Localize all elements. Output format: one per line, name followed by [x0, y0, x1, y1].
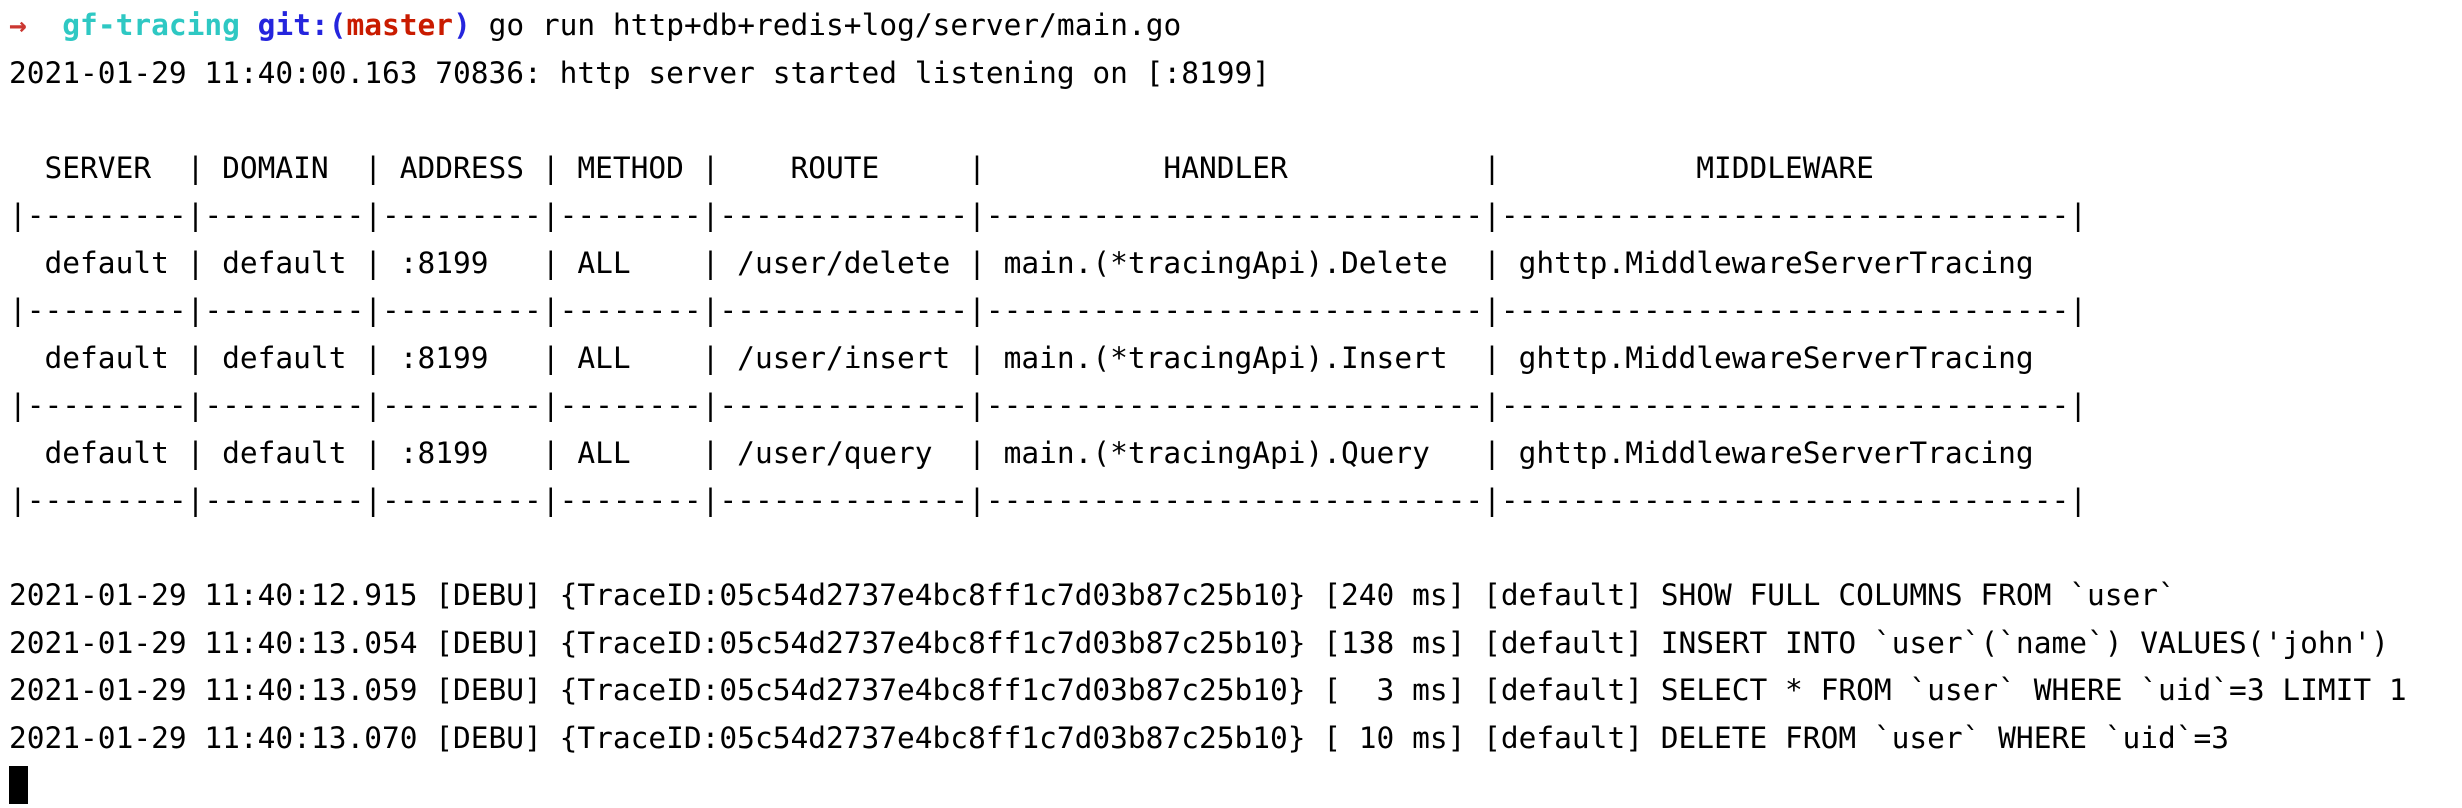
sql-log-line-delete: 2021-01-29 11:40:13.070 [DEBU] {TraceID:… [9, 720, 2230, 755]
sql-log-line-select: 2021-01-29 11:40:13.059 [DEBU] {TraceID:… [9, 673, 2407, 707]
git-suffix: ) [453, 8, 489, 42]
route-table-separator: |---------|---------|---------|--------|… [9, 198, 2087, 232]
sql-log-line-show-columns: 2021-01-29 11:40:12.915 [DEBU] {TraceID:… [9, 578, 2176, 612]
git-prefix: git:( [257, 8, 347, 42]
blank-line [9, 525, 2462, 573]
sql-log-line-insert: 2021-01-29 11:40:13.054 [DEBU] {TraceID:… [9, 625, 2389, 660]
route-table-row-insert: default | default | :8199 | ALL | /user/… [9, 340, 2034, 375]
prompt-directory: gf-tracing [62, 8, 258, 42]
cursor-line [9, 762, 2462, 808]
route-table-separator: |---------|---------|---------|--------|… [9, 483, 2087, 517]
route-table-separator: |---------|---------|---------|--------|… [9, 293, 2087, 327]
route-table-separator: |---------|---------|---------|--------|… [9, 388, 2087, 422]
route-table-row-delete: default | default | :8199 | ALL | /user/… [9, 245, 2034, 280]
shell-command: go run http+db+redis+log/server/main.go [488, 8, 1182, 42]
route-table-row-query: default | default | :8199 | ALL | /user/… [9, 435, 2034, 470]
route-table-header: SERVER | DOMAIN | ADDRESS | METHOD | ROU… [9, 150, 1874, 185]
prompt-arrow: → [9, 8, 63, 42]
terminal-cursor [9, 766, 28, 804]
server-startup-log: 2021-01-29 11:40:00.163 70836: http serv… [9, 55, 1270, 90]
blank-line [9, 97, 2462, 145]
git-branch: master [346, 8, 454, 42]
shell-prompt-line: → gf-tracing git:(master) go run http+db… [9, 2, 2462, 50]
